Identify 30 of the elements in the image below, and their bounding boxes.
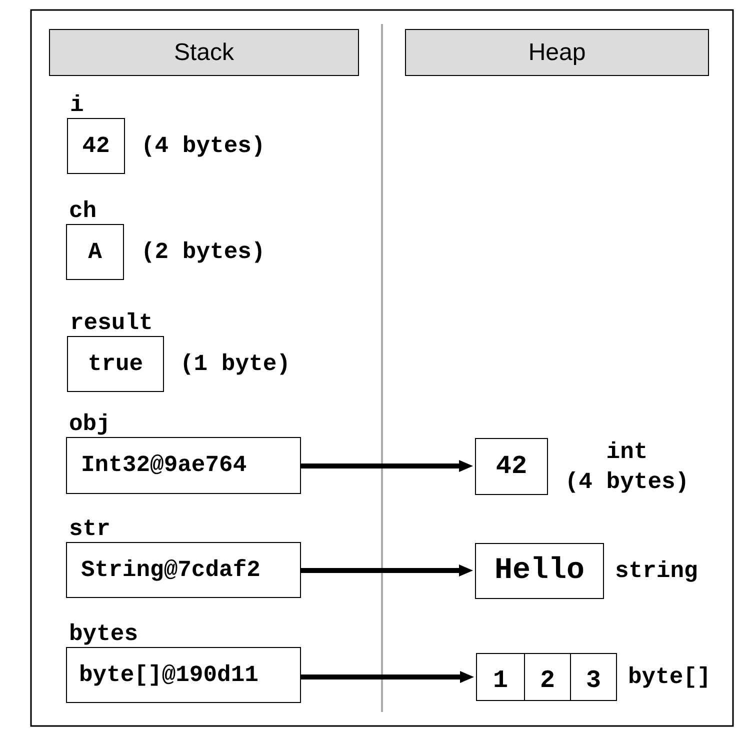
value-text: 1 [492,666,508,696]
arrow [301,671,474,683]
value-text: String@7cdaf2 [81,556,260,584]
type-label: int (4 bytes) [564,438,690,496]
value-text: 42 [496,452,528,482]
value-text: Hello [494,554,584,588]
value-text: byte[]@190d11 [79,662,258,688]
arrow [301,460,473,472]
variable-name: obj [69,411,110,438]
value-text: A [88,238,102,266]
variable-name: ch [69,198,97,225]
section-header [405,29,709,76]
type-label: string [615,557,698,586]
size-note: (2 bytes) [141,238,266,267]
value-text: 42 [82,132,110,160]
section-header [49,29,359,76]
header-text: Stack [174,38,234,66]
arrow [301,564,473,576]
variable-name: result [70,310,153,337]
header-text: Heap [528,38,586,66]
value-text: true [88,350,144,378]
value-text: 3 [586,666,601,696]
size-note: (4 bytes) [141,132,266,161]
size-note: (1 byte) [180,350,290,379]
value-text: 2 [540,666,555,696]
variable-name: str [69,516,110,543]
value-text: Int32@9ae764 [81,452,247,479]
variable-name: i [70,92,84,119]
variable-name: bytes [69,621,138,648]
type-label: byte[] [628,663,711,692]
